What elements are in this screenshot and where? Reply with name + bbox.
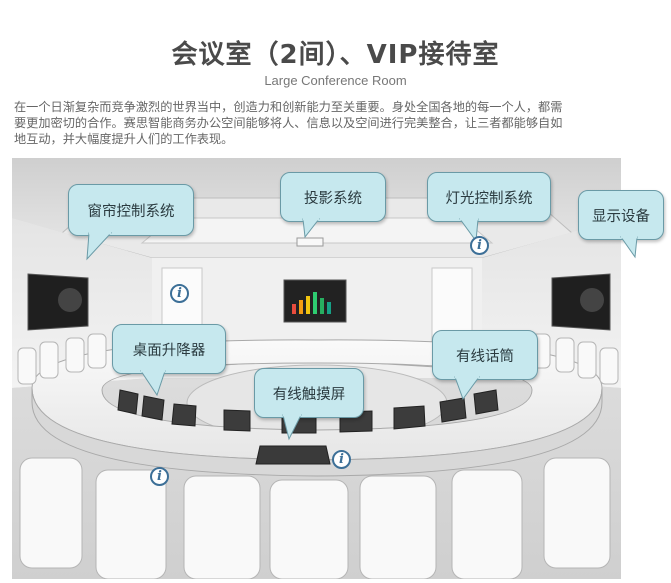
table-monitors: [117, 389, 499, 434]
callout-pointer: [620, 235, 638, 259]
display-bar: [327, 302, 331, 314]
right-display-graphic: [580, 288, 604, 312]
callout-label: 桌面升降器: [132, 342, 206, 359]
page-title: 会议室（2间）、VIP接待室: [171, 40, 500, 70]
callout-label: 投影系统: [304, 190, 362, 207]
callout-pointer: [86, 231, 113, 261]
callout-pointer: [302, 217, 321, 239]
chairs: [17, 333, 619, 580]
info-icon[interactable]: i: [170, 284, 189, 303]
callout-pointer: [282, 413, 302, 441]
callout-label: 有线触摸屏: [272, 386, 346, 403]
left-display-graphic: [58, 288, 82, 312]
intro-line: 在一个日渐复杂而竞争激烈的世界当中，创造力和创新能力至关重要。身处全国各地的每一…: [14, 100, 563, 114]
display-bar: [320, 298, 324, 314]
callout-pointer: [459, 217, 479, 243]
display-bar: [299, 300, 303, 314]
callout-label: 窗帘控制系统: [87, 203, 175, 220]
display-bar: [313, 292, 317, 314]
info-icon[interactable]: i: [332, 450, 351, 469]
callout-wired-touchscreen[interactable]: 有线触摸屏: [254, 368, 364, 441]
callout-desktop-lift[interactable]: 桌面升降器: [112, 324, 226, 397]
conference-room-illustration: 窗帘控制系统 投影系统 灯光控制系统 显示设备 桌面升降器 有线话筒 有线触摸屏…: [12, 158, 664, 580]
intro-line: 要更加密切的合作。赛思智能商务办公空间能够将人、信息以及空间进行完美整合，让三者…: [14, 116, 563, 130]
intro-paragraph: 在一个日渐复杂而竞争激烈的世界当中，创造力和创新能力至关重要。身处全国各地的每一…: [14, 99, 626, 147]
callout-lighting-control[interactable]: 灯光控制系统: [427, 172, 551, 243]
table-edge: [31, 387, 603, 477]
callout-wired-microphone[interactable]: 有线话筒: [432, 330, 538, 401]
display-bar: [306, 296, 310, 314]
callout-label: 显示设备: [592, 208, 650, 225]
callout-label: 有线话筒: [456, 348, 514, 365]
intro-line: 地互动，并大幅度提升人们的工作表现。: [14, 132, 234, 146]
callout-projection-system[interactable]: 投影系统: [280, 172, 386, 239]
display-bar: [292, 304, 296, 314]
callout-pointer: [140, 369, 166, 397]
callout-display-equipment[interactable]: 显示设备: [578, 190, 664, 259]
callout-curtain-control[interactable]: 窗帘控制系统: [68, 184, 194, 261]
front-touchscreen: [255, 445, 331, 465]
left-wall-display: [27, 273, 89, 331]
ceiling-projector: [296, 237, 324, 247]
info-icon[interactable]: i: [150, 467, 169, 486]
page-subtitle: Large Conference Room: [264, 73, 407, 88]
callout-label: 灯光控制系统: [445, 190, 533, 207]
callout-pointer: [454, 375, 480, 401]
info-icon[interactable]: i: [470, 236, 489, 255]
